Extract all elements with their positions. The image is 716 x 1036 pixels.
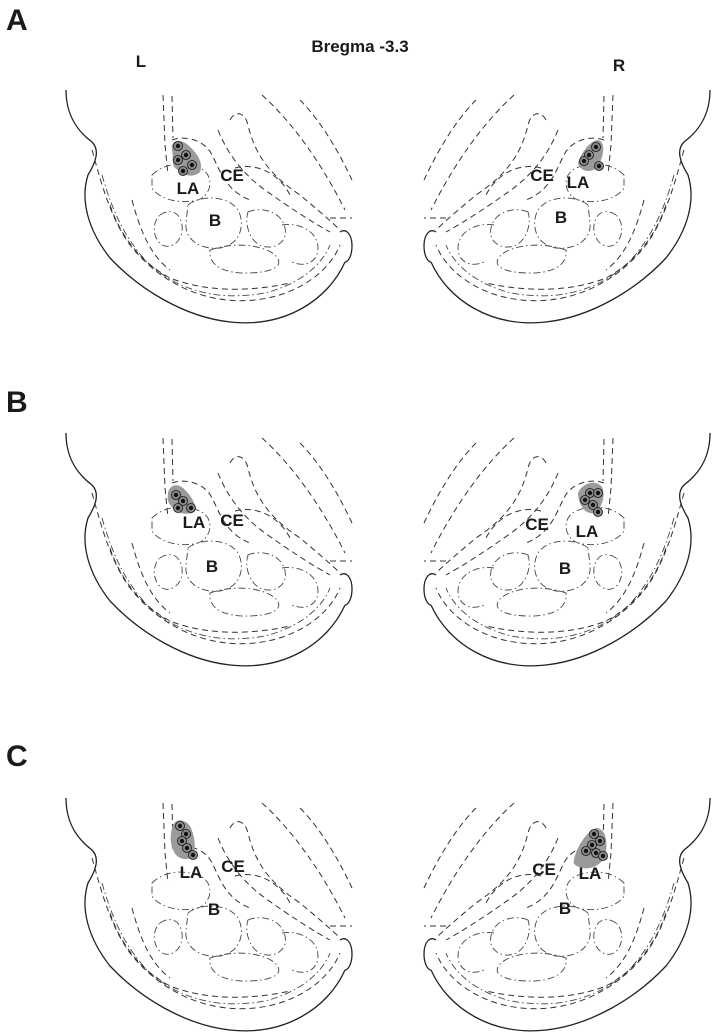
- region-label-b: B: [559, 559, 571, 578]
- atlas-outline-right: [423, 432, 711, 667]
- region-label-b: B: [559, 899, 571, 918]
- panel-b-letter: B: [6, 386, 28, 419]
- region-label-la: LA: [579, 864, 602, 883]
- placement-dots: [581, 829, 608, 861]
- atlas-outline-left: [65, 89, 353, 324]
- atlas-outline-right: [423, 89, 711, 324]
- region-label-b: B: [209, 211, 221, 230]
- region-label-la: LA: [183, 513, 206, 532]
- atlas-outline-left: [65, 432, 353, 667]
- hemisphere-right-label: R: [613, 56, 625, 75]
- panel-c-right-section: LA CE B: [423, 797, 711, 1032]
- region-label-b: B: [206, 557, 218, 576]
- panel-b: LA CE B LA CE B: [65, 432, 711, 667]
- panel-a-left-section: LA CE B: [65, 89, 353, 324]
- placement-dots: [171, 490, 196, 513]
- hemisphere-left-label: L: [136, 52, 146, 71]
- panel-a-right-section: LA CE B: [423, 89, 711, 324]
- region-label-la: LA: [567, 173, 590, 192]
- panel-c-left-section: LA CE B: [65, 797, 353, 1032]
- panel-c: LA CE B LA CE B: [65, 797, 711, 1032]
- panel-a: LA CE B LA CE B: [65, 89, 711, 324]
- panel-b-right-section: LA CE B: [423, 432, 711, 667]
- placement-dots: [173, 141, 197, 176]
- region-label-ce: CE: [221, 857, 245, 876]
- region-label-la: LA: [576, 522, 599, 541]
- region-label-ce: CE: [530, 166, 554, 185]
- region-label-ce: CE: [532, 860, 556, 879]
- region-label-ce: CE: [220, 166, 244, 185]
- panel-b-left-section: LA CE B: [65, 432, 353, 667]
- placement-dots: [175, 821, 198, 860]
- panel-c-letter: C: [6, 740, 28, 773]
- region-label-ce: CE: [525, 515, 549, 534]
- region-label-b: B: [208, 900, 220, 919]
- bregma-title: Bregma -3.3: [311, 37, 408, 56]
- region-label-b: B: [555, 208, 567, 227]
- region-label-la: LA: [180, 863, 203, 882]
- placement-dots: [579, 142, 604, 171]
- region-label-ce: CE: [220, 511, 244, 530]
- placement-dots: [580, 488, 603, 517]
- panel-a-letter: A: [6, 4, 28, 37]
- region-label-la: LA: [177, 179, 200, 198]
